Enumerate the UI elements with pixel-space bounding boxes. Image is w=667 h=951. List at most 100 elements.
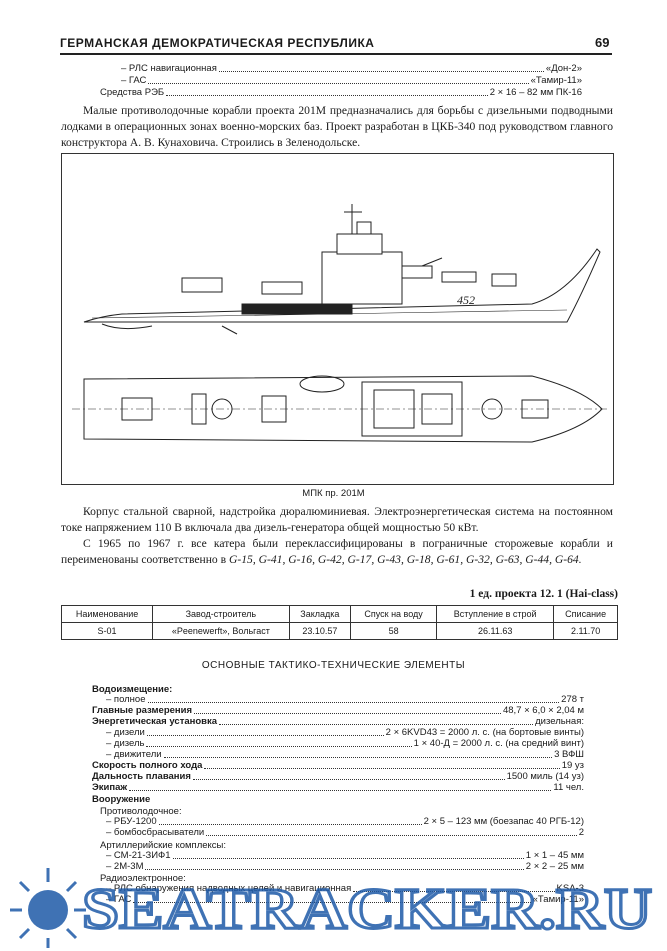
ttx-row: – ГАС «Тамир-11» xyxy=(106,893,584,905)
leader-dots xyxy=(194,712,501,714)
ttx-value: «Тамир-11» xyxy=(532,894,584,905)
leader-dots xyxy=(218,70,544,72)
ttx-value: 1 × 40-Д = 2000 л. с. (на средний винт) xyxy=(413,738,584,749)
spec-value: 2 × 16 – 82 мм ПК-16 xyxy=(489,87,582,98)
spec-label: – ГАС xyxy=(121,75,147,86)
spec-row: – ГАС «Тамир-11» xyxy=(121,74,582,86)
leader-dots xyxy=(148,82,529,84)
ttx-value: 3 ВФШ xyxy=(554,749,584,760)
ttx-row: Главные размерения 48,7 × 6,0 × 2,04 м xyxy=(92,704,584,716)
ttx-head-radio: Радиоэлектронное: xyxy=(100,873,186,884)
leader-dots xyxy=(133,901,531,903)
column-header: Спуск на воду xyxy=(350,605,438,623)
ttx-value: KSA-3 xyxy=(556,883,584,894)
ttx-value: 48,7 × 6,0 × 2,04 м xyxy=(502,705,584,716)
ttx-row: Дальность плавания 1500 миль (14 уз) xyxy=(92,770,584,782)
ttx-row: – РЛС обнаружения надводных целей и нави… xyxy=(106,882,584,894)
ttx-label: Дальность плавания xyxy=(92,771,191,782)
seatracker-watermark: SEATRACKER.RU xyxy=(10,868,654,948)
ttx-value: 2 × 2 – 25 мм xyxy=(525,861,584,872)
ttx-value: 19 уз xyxy=(561,760,584,771)
ttx-label: – дизели xyxy=(106,727,145,738)
ttx-value: 1 × 1 – 45 мм xyxy=(525,850,584,861)
ttx-value: 1500 миль (14 уз) xyxy=(506,771,584,782)
ttx-row: – бомбосбрасыватели 2 xyxy=(106,826,584,838)
table-cell: 23.10.57 xyxy=(288,622,352,640)
leader-dots xyxy=(145,868,524,870)
ttx-label: – РБУ-1200 xyxy=(106,816,157,827)
ship-profile-view: 452 xyxy=(83,204,601,335)
ttx-row: Экипаж 11 чел. xyxy=(92,781,584,793)
table-cell: 58 xyxy=(350,622,438,640)
leader-dots xyxy=(146,734,384,736)
leader-dots xyxy=(158,823,422,825)
leader-dots xyxy=(147,701,560,703)
leader-dots xyxy=(204,767,560,769)
ttx-label: Главные размерения xyxy=(92,705,193,716)
spec-label: – РЛС навигационная xyxy=(121,63,217,74)
reclassification-text: С 1965 по 1967 г. все катера были перекл… xyxy=(61,537,613,566)
column-header: Закладка xyxy=(288,605,352,623)
ttx-row: – РБУ-1200 2 × 5 – 123 мм (боезапас 40 РГ… xyxy=(106,815,584,827)
leader-dots xyxy=(146,745,412,747)
ttx-label: – бомбосбрасыватели xyxy=(106,827,205,838)
ttx-label: Экипаж xyxy=(92,782,128,793)
reclassification-paragraph: С 1965 по 1967 г. все катера были перекл… xyxy=(61,536,613,568)
ttx-label: – движители xyxy=(106,749,162,760)
ttx-value: 278 т xyxy=(561,694,584,705)
leader-dots xyxy=(219,723,534,725)
hull-paragraph: Корпус стальной сварной, надстройка дюра… xyxy=(61,505,613,534)
table-cell: «Peenewerft», Вольгаст xyxy=(152,622,290,640)
leader-dots xyxy=(353,890,555,892)
spec-value: «Тамир-11» xyxy=(530,75,582,86)
ttx-value: 2 xyxy=(578,827,584,838)
ttx-head-armament: Вооружение xyxy=(92,794,151,805)
ttx-section-title: ОСНОВНЫЕ ТАКТИКО-ТЕХНИЧЕСКИЕ ЭЛЕМЕНТЫ xyxy=(201,660,466,671)
ttx-row: – СМ-21-ЗИФ1 1 × 1 – 45 мм xyxy=(106,849,584,861)
figure-caption: МПК пр. 201М xyxy=(302,488,365,499)
ttx-row: – дизели 2 × 6KVD43 = 2000 л. с. (на борт… xyxy=(106,726,584,738)
ttx-row: – движители 3 ВФШ xyxy=(106,748,584,760)
spec-row: – РЛС навигационная «Дон-2» xyxy=(121,62,582,74)
renamed-hull-list: G-15, G-41, G-16, G-42, G-17, G-43, G-18… xyxy=(229,553,582,566)
table-cell: 26.11.63 xyxy=(436,622,555,640)
ttx-row: – 2М-3М 2 × 2 – 25 мм xyxy=(106,860,584,872)
ttx-head-displacement: Водоизмещение: xyxy=(92,684,173,695)
intro-paragraph: Малые противолодочные корабли проекта 20… xyxy=(61,104,613,149)
ttx-value: 2 × 6KVD43 = 2000 л. с. (на бортовые вин… xyxy=(385,727,584,738)
page-number: 69 xyxy=(595,35,610,50)
table-row: S-01 «Peenewerft», Вольгаст 23.10.57 58 … xyxy=(60,622,618,640)
ttx-head-asw: Противолодочное: xyxy=(100,806,182,817)
table-header-row: Наименование Завод-строитель Закладка Сп… xyxy=(60,605,618,623)
leader-dots xyxy=(192,778,505,780)
ship-drawing: 452 xyxy=(72,204,607,443)
ttx-head-artillery: Артиллерийские комплексы: xyxy=(100,840,227,851)
ttx-row: – дизель 1 × 40-Д = 2000 л. с. (на средни… xyxy=(106,737,584,749)
spec-row: Средства РЭБ 2 × 16 – 82 мм ПК-16 xyxy=(100,86,582,98)
ttx-row: Энергетическая установка дизельная: xyxy=(92,715,584,727)
ttx-value: дизельная: xyxy=(535,716,584,727)
ttx-label: – СМ-21-ЗИФ1 xyxy=(106,850,171,861)
ttx-row: Скорость полного хода 19 уз xyxy=(92,759,584,771)
hull-number-label: 452 xyxy=(457,293,475,307)
leader-dots xyxy=(172,857,524,859)
leader-dots xyxy=(129,789,552,791)
leader-dots xyxy=(206,834,577,836)
ttx-label: Энергетическая установка xyxy=(92,716,218,727)
ttx-label: – РЛС обнаружения надводных целей и нави… xyxy=(106,883,352,894)
column-header: Завод-строитель xyxy=(152,605,290,623)
header-rule xyxy=(60,53,612,55)
ttx-label: – дизель xyxy=(106,738,145,749)
ttx-value: 2 × 5 – 123 мм (боезапас 40 РГБ-12) xyxy=(423,816,584,827)
ttx-value: 11 чел. xyxy=(553,782,584,793)
spec-value: «Дон-2» xyxy=(545,63,582,74)
running-header-title: ГЕРМАНСКАЯ ДЕМОКРАТИЧЕСКАЯ РЕСПУБЛИКА xyxy=(60,36,375,50)
ttx-label: – 2М-3М xyxy=(106,861,144,872)
ttx-label: Скорость полного хода xyxy=(92,760,203,771)
spec-label: Средства РЭБ xyxy=(100,87,165,98)
column-header: Списание xyxy=(553,605,618,623)
leader-dots xyxy=(163,756,553,758)
ttx-label: – ГАС xyxy=(106,894,132,905)
class-heading: 1 ед. проекта 12. 1 (Hai-class) xyxy=(469,588,618,600)
table-cell: 2.11.70 xyxy=(553,622,618,640)
